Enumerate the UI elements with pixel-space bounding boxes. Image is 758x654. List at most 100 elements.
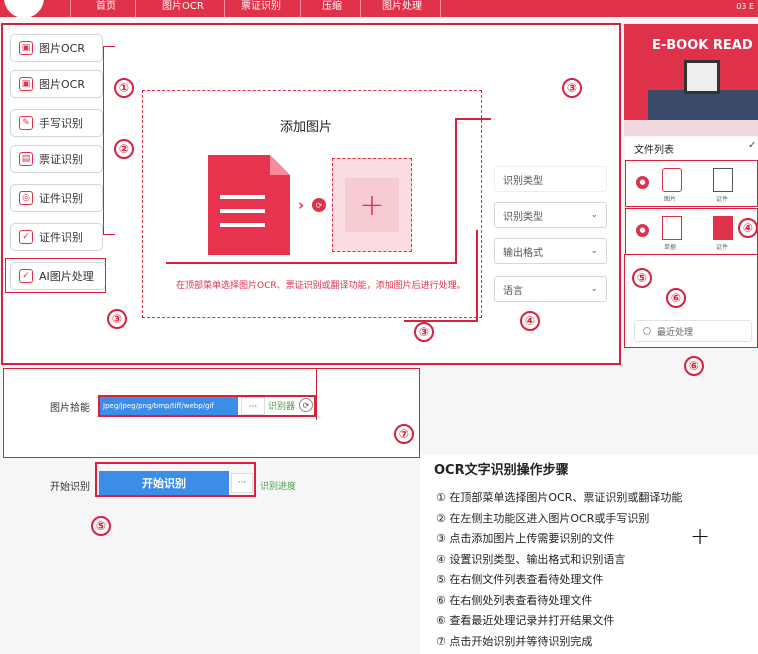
nav-item-image-process[interactable]: 图片处理	[382, 1, 422, 12]
bracket-line	[103, 234, 115, 235]
crosshair-cursor-icon: +	[690, 522, 711, 550]
annotation-frame-select	[3, 368, 420, 458]
annotation-frame-start	[95, 462, 256, 497]
nav-item-image-ocr[interactable]: 图片OCR	[162, 1, 204, 12]
annotation-frame-ai	[5, 258, 106, 293]
desk-image	[624, 120, 758, 136]
arrow-right-icon: ›	[298, 196, 305, 214]
monitor-image	[684, 60, 720, 94]
instruction-step: ① 在顶部菜单选择图片OCR、票证识别或翻译功能	[436, 491, 683, 504]
annotation-frame-recent	[624, 254, 758, 348]
instruction-step: ② 在左侧主功能区进入图片OCR或手写识别	[436, 511, 650, 525]
nav-divider	[70, 0, 71, 17]
upload-hint: 在顶部菜单选择图片OCR、票证识别或翻译功能，添加图片后进行处理。	[176, 281, 466, 291]
bracket-line	[476, 230, 478, 321]
app-logo	[4, 0, 44, 18]
shelf-image	[648, 90, 758, 120]
sidebar-item-label: 证件识别	[39, 192, 83, 205]
refresh-icon[interactable]: ⟳	[299, 398, 313, 412]
recognition-type-label: 识别类型	[494, 166, 607, 192]
recognition-type-select[interactable]: 识别类型 ⌄	[494, 202, 607, 228]
marker-4: ④	[738, 218, 758, 238]
browse-button[interactable]: ···	[241, 397, 265, 415]
id-card-icon: ✓	[19, 230, 33, 244]
bracket-line	[316, 368, 317, 420]
nav-item-compress[interactable]: 压缩	[322, 1, 342, 12]
nav-item-home[interactable]: 首页	[96, 1, 116, 12]
bracket-line	[455, 118, 457, 262]
bracket-line	[103, 46, 115, 47]
marker-1: ①	[114, 78, 134, 98]
file-label: 图片	[664, 196, 677, 203]
recent-label: 最近处理	[657, 327, 694, 338]
marker-3: ③	[562, 78, 582, 98]
sidebar-item-label: 票证识别	[39, 153, 83, 166]
start-label: 开始识别	[50, 482, 90, 493]
upload-dropzone[interactable]	[142, 90, 482, 318]
select-value: 识别类型	[503, 211, 543, 223]
nav-item-ticket[interactable]: 票证识别	[241, 1, 281, 12]
file-thumbnail-doc[interactable]	[713, 168, 733, 192]
nav-divider	[360, 0, 361, 17]
sidebar-item-ticket[interactable]: ▤ 票证识别	[10, 145, 103, 173]
top-menu-bar	[0, 0, 758, 17]
sidebar-item-label: AI图片处理	[39, 270, 94, 283]
chevron-down-icon: ⌄	[590, 210, 598, 220]
marker-3: ③	[414, 322, 434, 342]
start-recognition-button[interactable]: 开始识别	[99, 471, 229, 495]
file-thumbnail-card[interactable]	[713, 216, 733, 240]
file-status-icon: ●	[636, 176, 649, 189]
marker-5: ⑤	[632, 268, 652, 288]
output-format-select[interactable]: 输出格式⌄	[494, 238, 607, 264]
pen-icon: ✎	[19, 116, 33, 130]
bracket-line	[404, 320, 478, 322]
instruction-step: ⑥ 在右侧处列表查看待处理文件	[436, 593, 593, 607]
progress-label: 识别进度	[260, 482, 297, 492]
sidebar-item-image-ocr-2[interactable]: ▣ 图片OCR	[10, 70, 103, 98]
marker-7: ⑦	[394, 424, 414, 444]
sidebar-item-label: 证件识别	[39, 231, 83, 244]
check-icon[interactable]: ✓	[748, 140, 757, 151]
sidebar-item-label: 图片OCR	[39, 78, 85, 91]
file-thumbnail-receipt[interactable]	[662, 216, 682, 240]
marker-2: ②	[114, 139, 134, 159]
more-button[interactable]: ···	[231, 473, 253, 493]
marker-4: ④	[520, 311, 540, 331]
marker-5: ⑤	[91, 516, 111, 536]
id-card-icon: ◎	[19, 191, 33, 205]
file-label: 证件	[716, 244, 729, 251]
select-value: 语言	[503, 285, 523, 297]
recent-processing-item[interactable]: 最近处理	[634, 320, 752, 342]
main-panel	[2, 24, 620, 364]
nav-divider	[440, 0, 441, 17]
file-thumbnail-image[interactable]	[662, 168, 682, 192]
marker-6: ⑥	[666, 288, 686, 308]
instruction-step: ⑦ 点击开始识别并等待识别完成	[436, 634, 593, 648]
sidebar-item-handwriting[interactable]: ✎ 手写识别	[10, 109, 103, 137]
sidebar-item-image-ocr[interactable]: ▣图片OCR	[10, 34, 103, 62]
sidebar-item-label: 图片OCR	[39, 42, 85, 55]
sync-icon: ⟳	[312, 198, 326, 212]
nav-divider	[224, 0, 225, 17]
upload-title: 添加图片	[280, 120, 333, 135]
plus-icon: +	[345, 178, 399, 232]
corner-text: 03 E	[736, 2, 754, 11]
nav-divider	[300, 0, 301, 17]
chevron-down-icon: ⌄	[590, 246, 598, 256]
marker-3: ③	[107, 309, 127, 329]
instruction-step: ④ 设置识别类型、输出格式和识别语言	[436, 552, 626, 566]
banner-text: E-BOOK READ	[652, 38, 753, 53]
add-image-button[interactable]: +	[332, 158, 412, 252]
image-icon: ▣	[19, 77, 33, 91]
sidebar-item-id-card-2[interactable]: ✓ 证件识别	[10, 223, 103, 251]
bracket-line	[455, 118, 491, 120]
image-path-input[interactable]: Jpeg/jpeg/png/bmp/tiff/webp/gif	[100, 397, 238, 415]
file-list-title: 文件列表	[634, 145, 674, 156]
marker-6: ⑥	[684, 356, 704, 376]
language-select[interactable]: 语言 ⌄	[494, 276, 607, 302]
instruction-step: ⑤ 在右侧文件列表查看待处理文件	[436, 573, 604, 586]
sidebar-item-label: 手写识别	[39, 117, 83, 130]
ticket-icon: ▤	[19, 152, 33, 166]
sidebar-item-id-card[interactable]: ◎ 证件识别	[10, 184, 103, 212]
chevron-down-icon: ⌄	[590, 284, 598, 294]
